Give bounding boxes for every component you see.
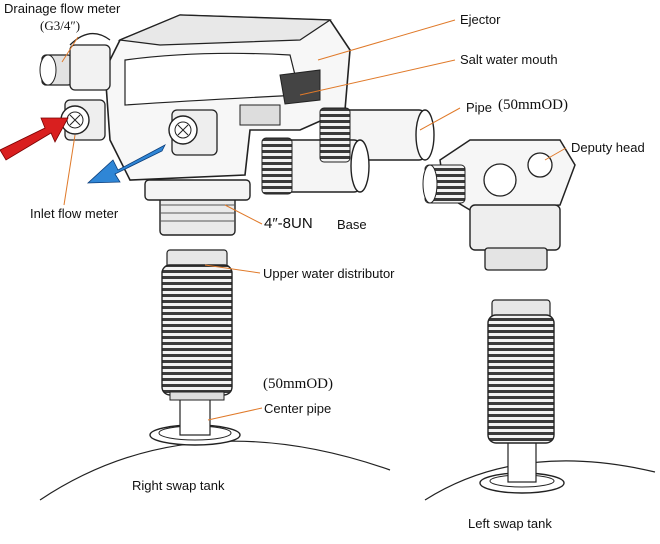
ejector-label: Ejector bbox=[460, 12, 501, 27]
red-inlet-arrow-icon bbox=[0, 117, 69, 161]
connecting-pipes bbox=[261, 107, 435, 195]
drainage-fitting bbox=[39, 33, 111, 91]
left-tank-neck bbox=[479, 439, 565, 494]
left-swap-tank-label: Left swap tank bbox=[468, 516, 552, 531]
right-swap-tank-label: Right swap tank bbox=[132, 478, 225, 493]
main-valve-body bbox=[104, 14, 351, 181]
left-distributor bbox=[487, 299, 555, 444]
pipe-label: Pipe bbox=[466, 100, 493, 115]
base-thread-label: 4″-8UN bbox=[264, 215, 313, 232]
upper-water-distributor-label: Upper water distributor bbox=[263, 266, 395, 281]
salt-water-mouth-label: Salt water mouth bbox=[460, 52, 558, 67]
valve-base bbox=[144, 179, 251, 236]
pipe-size-label: (50mmOD) bbox=[498, 97, 568, 113]
center-pipe-label: Center pipe bbox=[264, 401, 332, 416]
right-distributor bbox=[161, 249, 233, 401]
drainage-flow-meter-label: Drainage flow meter bbox=[4, 1, 121, 16]
deputy-head-label: Deputy head bbox=[571, 140, 645, 155]
inlet-flow-meter-label: Inlet flow meter bbox=[30, 206, 119, 221]
base-label: Base bbox=[337, 217, 367, 232]
blue-outlet-arrow-icon bbox=[86, 144, 166, 184]
leader-lines bbox=[61, 19, 567, 421]
deputy-head bbox=[422, 139, 576, 271]
outlet-fitting bbox=[168, 109, 218, 156]
drainage-size-label: (G3/4″) bbox=[40, 18, 81, 33]
center-pipe-size-label: (50mmOD) bbox=[263, 376, 333, 392]
inlet-fitting bbox=[60, 99, 106, 141]
